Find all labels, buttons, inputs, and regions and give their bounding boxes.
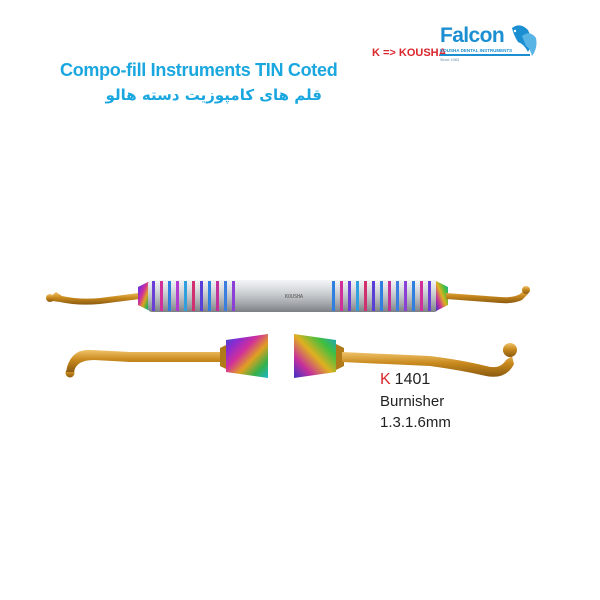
instrument-right-half — [294, 334, 517, 378]
product-size: 1.3.1.6mm — [380, 414, 451, 431]
brand-mapping-label: K => KOUSHA — [372, 47, 447, 59]
full-instrument: KOUSHA — [46, 280, 530, 312]
brand-tagline: Since 1983 — [440, 58, 459, 62]
handle-engraving: KOUSHA — [285, 294, 303, 300]
left-grip-rings — [152, 281, 235, 311]
product-name: Burnisher — [380, 393, 445, 410]
instrument-left-half — [65, 334, 268, 378]
page-title-persian: قلم های کامپوزیت دسته هالو — [105, 86, 322, 104]
brand-subtitle: KOUSHA DENTAL INSTRUMENTS — [440, 48, 513, 53]
product-code-prefix: K — [380, 371, 391, 388]
brand-name: Falcon — [440, 24, 505, 47]
page-title: Compo-fill Instruments TIN Coted — [60, 60, 338, 80]
product-code-number: 1401 — [394, 371, 431, 388]
right-grip-rings — [332, 281, 431, 311]
brand-underline — [440, 54, 530, 56]
